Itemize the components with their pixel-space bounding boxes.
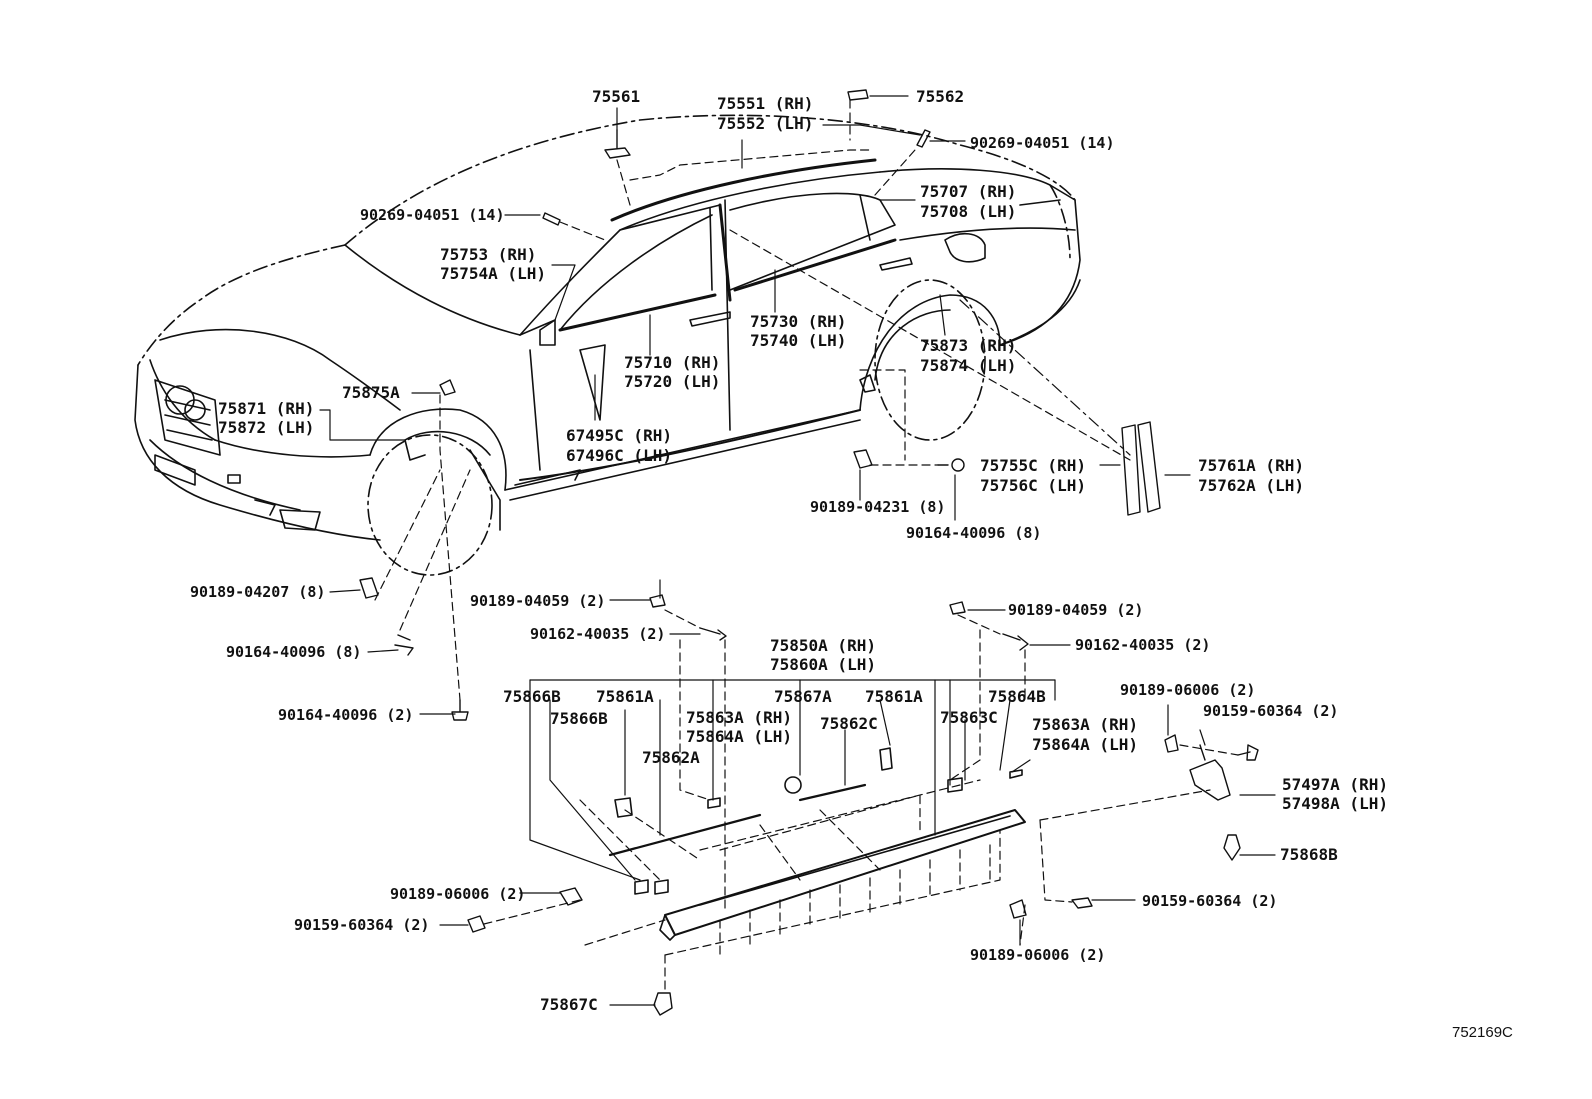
label-75864A-b: 75864A (LH)	[1032, 735, 1138, 754]
label-75867A: 75867A	[774, 687, 832, 706]
label-75864B: 75864B	[988, 687, 1046, 706]
label-90269-left: 90269-04051 (14)	[360, 206, 505, 224]
label-90159-60364-c: 90159-60364 (2)	[1142, 892, 1278, 910]
label-90189-06006-c: 90189-06006 (2)	[970, 946, 1106, 964]
label-90189-06006-b: 90189-06006 (2)	[390, 885, 526, 903]
label-90164-40096-2: 90164-40096 (2)	[278, 706, 414, 724]
label-75753: 75753 (RH)	[440, 245, 537, 264]
label-75710: 75710 (RH)	[624, 353, 721, 372]
label-75875A: 75875A	[342, 383, 400, 402]
label-67496C: 67496C (LH)	[566, 446, 672, 465]
label-75868B: 75868B	[1280, 845, 1338, 864]
label-75866B-a: 75866B	[503, 687, 561, 706]
label-75740: 75740 (LH)	[750, 331, 847, 350]
label-75756C: 75756C (LH)	[980, 476, 1086, 495]
label-75867C: 75867C	[540, 995, 598, 1014]
label-75707: 75707 (RH)	[920, 182, 1017, 201]
label-75720: 75720 (LH)	[624, 372, 721, 391]
label-90159-60364-b: 90159-60364 (2)	[294, 916, 430, 934]
label-75864A-a: 75864A (LH)	[686, 727, 792, 746]
label-90189-04059-a: 90189-04059 (2)	[470, 592, 606, 610]
label-90189-04231: 90189-04231 (8)	[810, 498, 946, 516]
label-67495C: 67495C (RH)	[566, 426, 672, 445]
car-body-outline	[134, 114, 1081, 576]
label-90269-top: 90269-04051 (14)	[970, 134, 1115, 152]
label-75863A-b: 75863A (RH)	[1032, 715, 1138, 734]
label-90189-04059-b: 90189-04059 (2)	[1008, 601, 1144, 619]
diagram-id: 752169C	[1452, 1024, 1513, 1041]
label-90189-04207: 90189-04207 (8)	[190, 583, 326, 601]
label-75871: 75871 (RH)	[218, 399, 315, 418]
label-90162-40035-a: 90162-40035 (2)	[530, 625, 666, 643]
label-75730: 75730 (RH)	[750, 312, 847, 331]
label-75860A: 75860A (LH)	[770, 655, 876, 674]
label-75863C: 75863C	[940, 708, 998, 727]
label-75861A-b: 75861A	[865, 687, 923, 706]
label-75754A: 75754A (LH)	[440, 264, 546, 283]
label-75866B-b: 75866B	[550, 709, 608, 728]
label-75552: 75552 (LH)	[717, 114, 814, 133]
label-57497A: 57497A (RH)	[1282, 775, 1388, 794]
label-75562: 75562	[916, 87, 965, 106]
clip-glyphs	[359, 89, 1259, 1016]
label-75862C: 75862C	[820, 714, 878, 733]
hidden-guide-lines	[374, 99, 1239, 991]
label-90159-60364-a: 90159-60364 (2)	[1203, 702, 1339, 720]
label-75872: 75872 (LH)	[218, 418, 315, 437]
label-75873: 75873 (RH)	[920, 336, 1017, 355]
label-75862A: 75862A	[642, 748, 700, 767]
label-90164-40096-8b: 90164-40096 (8)	[906, 524, 1042, 542]
label-75850A: 75850A (RH)	[770, 636, 876, 655]
label-90189-06006-a: 90189-06006 (2)	[1120, 681, 1256, 699]
leader-lines	[319, 95, 1276, 1006]
label-75863A-a: 75863A (RH)	[686, 708, 792, 727]
label-75762A: 75762A (LH)	[1198, 476, 1304, 495]
label-75861A-a: 75861A	[596, 687, 654, 706]
label-75761A: 75761A (RH)	[1198, 456, 1304, 475]
label-75755C: 75755C (RH)	[980, 456, 1086, 475]
label-90162-40035-b: 90162-40035 (2)	[1075, 636, 1211, 654]
label-75874: 75874 (LH)	[920, 356, 1017, 375]
label-90164-40096-8a: 90164-40096 (8)	[226, 643, 362, 661]
label-75708: 75708 (LH)	[920, 202, 1017, 221]
label-75561: 75561	[592, 87, 641, 106]
label-57498A: 57498A (LH)	[1282, 794, 1388, 813]
side-sill-assembly	[608, 747, 1026, 941]
label-75551: 75551 (RH)	[717, 94, 814, 113]
